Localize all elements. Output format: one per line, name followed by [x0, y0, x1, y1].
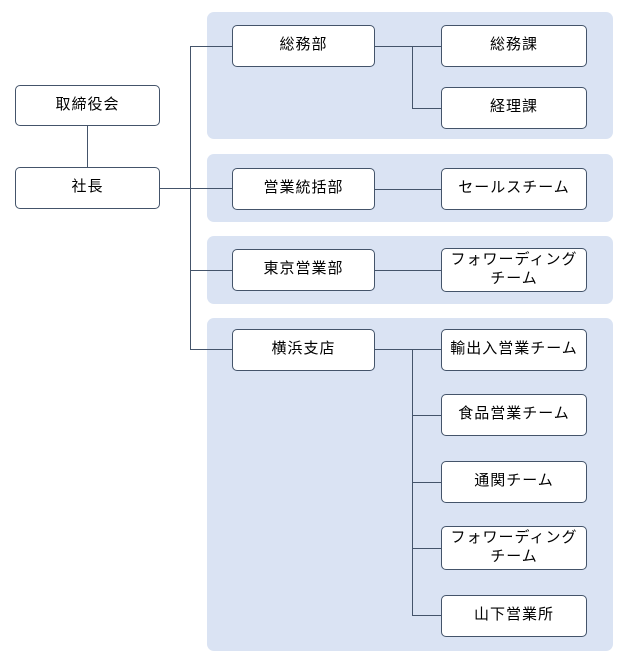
box-tokyo-sales-dept: 東京営業部 [232, 249, 375, 291]
connector-to-accounting-section [412, 108, 441, 110]
connector-general-affairs-to-section [375, 46, 441, 48]
connector-general-affairs-trunk [412, 46, 414, 108]
box-yamashita-sales-office: 山下営業所 [441, 595, 587, 637]
connector-president-to-sales-management [160, 188, 232, 190]
connector-to-customs-team [412, 482, 441, 484]
box-import-export-sales-team: 輸出入営業チーム [441, 329, 587, 371]
connector-yokohama-to-import-export [375, 349, 441, 351]
box-yokohama-branch: 横浜支店 [232, 329, 375, 371]
box-forwarding-team-tokyo: フォワーディング チーム [441, 248, 587, 292]
box-general-affairs-section: 総務課 [441, 25, 587, 67]
connector-to-food-sales-team [412, 415, 441, 417]
connector-to-yokohama-branch [190, 349, 232, 351]
connector-to-forwarding-team-yokohama [412, 548, 441, 550]
box-forwarding-team-yokohama: フォワーディング チーム [441, 526, 587, 570]
connector-to-general-affairs-dept [190, 46, 232, 48]
connector-to-tokyo-sales-dept [190, 270, 232, 272]
connector-main-trunk [190, 46, 192, 350]
box-food-sales-team: 食品営業チーム [441, 394, 587, 436]
box-board-of-directors: 取締役会 [15, 85, 160, 126]
connector-to-yamashita-office [412, 615, 441, 617]
connector-to-sales-team [375, 189, 441, 191]
connector-board-president [87, 126, 89, 167]
box-customs-clearance-team: 通関チーム [441, 461, 587, 503]
connector-to-forwarding-team-tokyo [375, 270, 441, 272]
box-sales-team: セールスチーム [441, 168, 587, 210]
box-general-affairs-dept: 総務部 [232, 25, 375, 67]
box-president: 社長 [15, 167, 160, 209]
box-accounting-section: 経理課 [441, 87, 587, 129]
box-sales-management-dept: 営業統括部 [232, 168, 375, 210]
